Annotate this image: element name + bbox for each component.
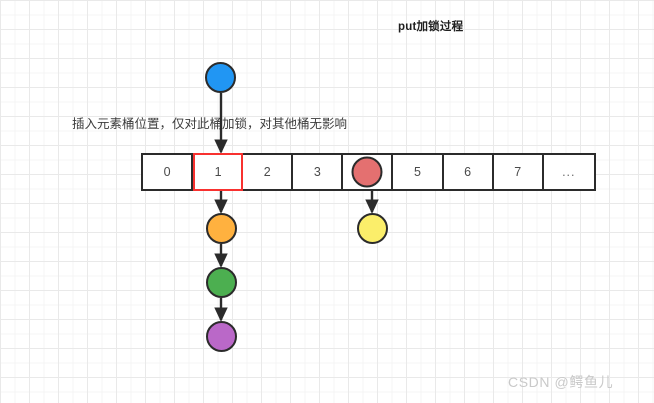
bucket-cell-7[interactable]: 7 bbox=[493, 155, 544, 189]
bucket1-chain-node-2 bbox=[206, 267, 237, 298]
bucket-cell-label: 5 bbox=[414, 165, 421, 179]
bucket1-chain-node-1 bbox=[206, 213, 237, 244]
bucket-cell-label: 7 bbox=[514, 165, 522, 179]
bucket-cell-0[interactable]: 0 bbox=[143, 155, 194, 189]
bucket4-chain-node-1 bbox=[357, 213, 388, 244]
bucket-cell-label: 1 bbox=[214, 164, 222, 179]
watermark: CSDN @鳄鱼儿 bbox=[508, 374, 614, 390]
bucket-cell-label: 6 bbox=[464, 165, 472, 179]
bucket-cell-3[interactable]: 3 bbox=[293, 155, 344, 189]
bucket1-chain-node-3 bbox=[206, 321, 237, 352]
bucket-cell-1[interactable]: 1 bbox=[193, 152, 244, 191]
bucket-cell-label: 2 bbox=[263, 165, 271, 179]
bucket-cell-5[interactable]: 5 bbox=[393, 155, 444, 189]
bucket-cell-6[interactable]: 6 bbox=[443, 155, 494, 189]
bucket-cell-2[interactable]: 2 bbox=[243, 155, 294, 189]
bucket-cell-label: ... bbox=[562, 165, 576, 179]
bucket-lock-annotation: 插入元素桶位置，仅对此桶加锁，对其他桶无影响 bbox=[72, 117, 348, 131]
incoming-element-node bbox=[205, 62, 236, 93]
diagram-title: put加锁过程 bbox=[398, 21, 464, 33]
bucket-cell-label: 3 bbox=[313, 165, 321, 179]
bucket-cell-label: 0 bbox=[163, 165, 171, 179]
bucket-cell-8[interactable]: ... bbox=[543, 155, 594, 189]
hash-bucket-array: 0 1 2 3 5 6 7... bbox=[141, 152, 596, 191]
bucket-cell-4[interactable] bbox=[343, 155, 394, 189]
bucket-cell-4-head-node bbox=[351, 156, 383, 188]
